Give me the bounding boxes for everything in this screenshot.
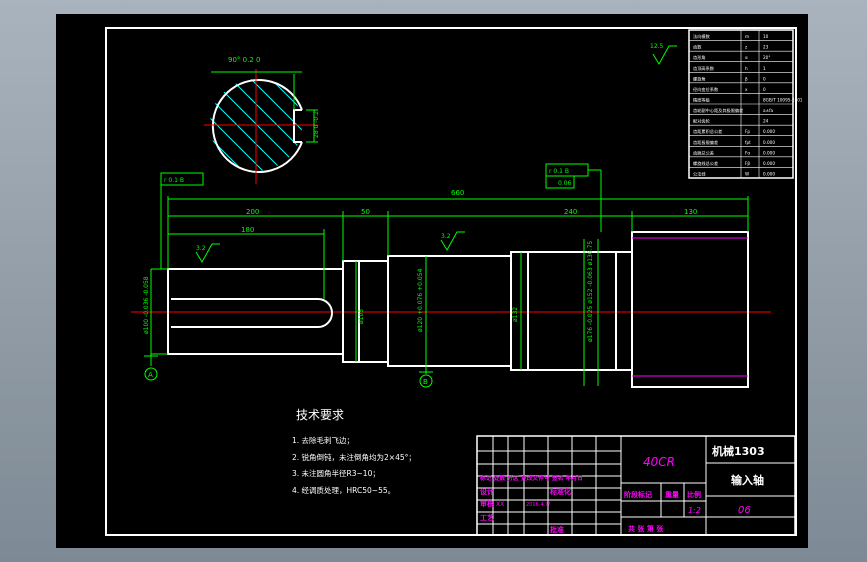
roughness-main-label: 12.5 [650,43,664,50]
tech-item-3: 3. 未注圆角半径R3~10； [292,468,380,478]
params-cell: z [745,45,748,50]
process-label: 工艺 [480,513,494,522]
params-cell: 10 [763,34,769,39]
dia-136-label: ø176 -0.025 ø152 -0.063 ø136.75 [587,241,594,342]
params-cell: α [745,55,748,60]
params-cell: 精度等级 [693,97,711,104]
datum-b-circle [419,374,433,388]
school-label: 机械1303 [712,444,765,458]
params-cell: 0.000 [763,150,775,155]
section-view: 90° 0.2 0 28 0 -0.2 [204,56,320,184]
approve-label: 批准 [550,525,564,534]
section-keyway-label: 28 0 -0.2 [313,111,320,138]
review-label: 审核 [480,499,494,508]
params-cell: 0.000 [763,161,775,166]
dia-105-label: ø105 [358,309,365,324]
datum-a-circle [144,367,158,381]
dim-50-label: 50 [361,208,370,216]
stage-label: 阶段标记 [624,490,652,499]
params-cell: 齿距极限偏差 [693,139,718,146]
params-cell: 螺旋角 [693,75,706,82]
tech-item-1: 1. 去除毛刺飞边； [292,435,354,445]
params-cell: a±fa [763,108,774,113]
dim-240-label: 240 [564,208,577,216]
keyway-slot [293,109,302,143]
roughness-main-symbol [652,45,677,65]
dim-200-label: 200 [246,208,259,216]
part-name-label: 输入轴 [731,473,764,487]
datum-a-label: A [148,371,153,379]
params-cell: Fα [745,150,750,155]
params-cell: 0.000 [763,172,775,177]
material-label: 40CR [643,455,675,469]
scale-value: 1:2 [688,506,701,515]
params-cell: 齿形角 [693,54,706,61]
tech-requirements-title: 技术要求 [296,408,344,422]
title-block: 40CR 机械1303 输入轴 06 标记 处数 分区 更改文件号 签名 年月日… [476,435,796,536]
tech-item-4: 4. 经调质处理，HRC50~55。 [292,485,395,495]
tol-frame-3 [545,175,575,189]
tol-frame-2-text: r 0.1 B [549,168,569,175]
params-cell: 0.000 [763,140,775,145]
params-cell: 24 [763,119,769,124]
dia-132-label: ø132 [512,307,519,322]
design-date: 2016.4.?? [526,502,551,508]
drawing-no-label: 06 [738,505,751,516]
params-cell: fpt [745,140,751,145]
tech-item-2: 2. 锐角倒钝，未注倒角均为2×45°； [292,452,416,462]
params-table: 法向模数 m 10 齿数 z 23 齿形角 α 20° 齿顶高系数 h 1 螺旋角 β 0 径向变位系数 x 0 精… [688,29,803,179]
roughness-a-label: 3.2 [196,245,206,252]
drawing-frame [105,27,797,536]
params-cell: W [745,172,749,177]
dim-130-label: 130 [684,208,697,216]
params-cell: 23 [763,45,769,50]
params-cell: m [745,34,749,39]
datum-b-label: B [423,378,428,386]
params-cell: 径向变位系数 [693,86,719,93]
params-cell: 齿数 [693,44,702,51]
params-cell: 配对齿轮 [693,118,711,125]
dim-180-label: 180 [241,226,254,234]
roughness-b-label: 3.2 [441,233,451,240]
sheets-label: 共 张 第 张 [628,524,664,533]
designer-name: XX [496,501,504,508]
section-angle-label: 90° 0.2 0 [228,56,260,64]
params-cell: 公法线 [693,171,706,178]
tol-frame-1-text: r 0.1 B [164,177,184,184]
params-cell: h [745,66,748,71]
params-cell: 螺旋线总公差 [693,160,718,167]
standardize-label: 标准化 [549,487,571,496]
drawing-sheet: 90° 0.2 0 28 0 -0.2 [56,14,808,548]
params-cell: 8GB/T 10095-2001 [763,98,803,103]
dia-left-label: ø100 -0.036 -0.058 [143,276,150,334]
params-cell: β [745,76,748,81]
header-row-label: 标记 处数 分区 更改文件号 签名 年月日 [479,474,583,482]
params-cell: Fp [745,129,750,134]
weight-label: 重量 [665,490,679,499]
params-cell: 齿廓总公差 [693,149,714,156]
params-cell: x [745,87,748,92]
params-cell: 1 [763,66,766,71]
tol-frame-1 [160,172,204,186]
params-cell: 20° [763,55,770,60]
params-cell: 齿顶高系数 [693,65,715,72]
params-cell: 0 [763,87,766,92]
scale-label: 比例 [687,490,701,499]
tech-requirements: 技术要求 1. 去除毛刺飞边； 2. 锐角倒钝，未注倒角均为2×45°； 3. … [292,408,416,495]
keyway [171,298,333,328]
params-cell: 齿轮副中心距及其极限偏差 [693,107,743,114]
dia-120-label: ø120 +0.076 +0.054 [417,268,424,332]
dim-overall-label: 660 [451,189,464,197]
params-cell: 0.000 [763,129,775,134]
designer-label: 设计 [480,487,494,496]
params-cell: 0 [763,76,766,81]
tol-frame-3-text: 0.06 [558,180,572,187]
shaft-outline [167,231,749,388]
drawing-canvas: 90° 0.2 0 28 0 -0.2 [105,27,803,536]
shaft-view: 660 200 50 240 130 180 ø100 -0.036 -0.05… [131,43,771,388]
params-cell: 法向模数 [693,33,711,40]
params-cell: 齿距累积总公差 [693,128,722,135]
params-cell: Fβ [745,161,750,166]
